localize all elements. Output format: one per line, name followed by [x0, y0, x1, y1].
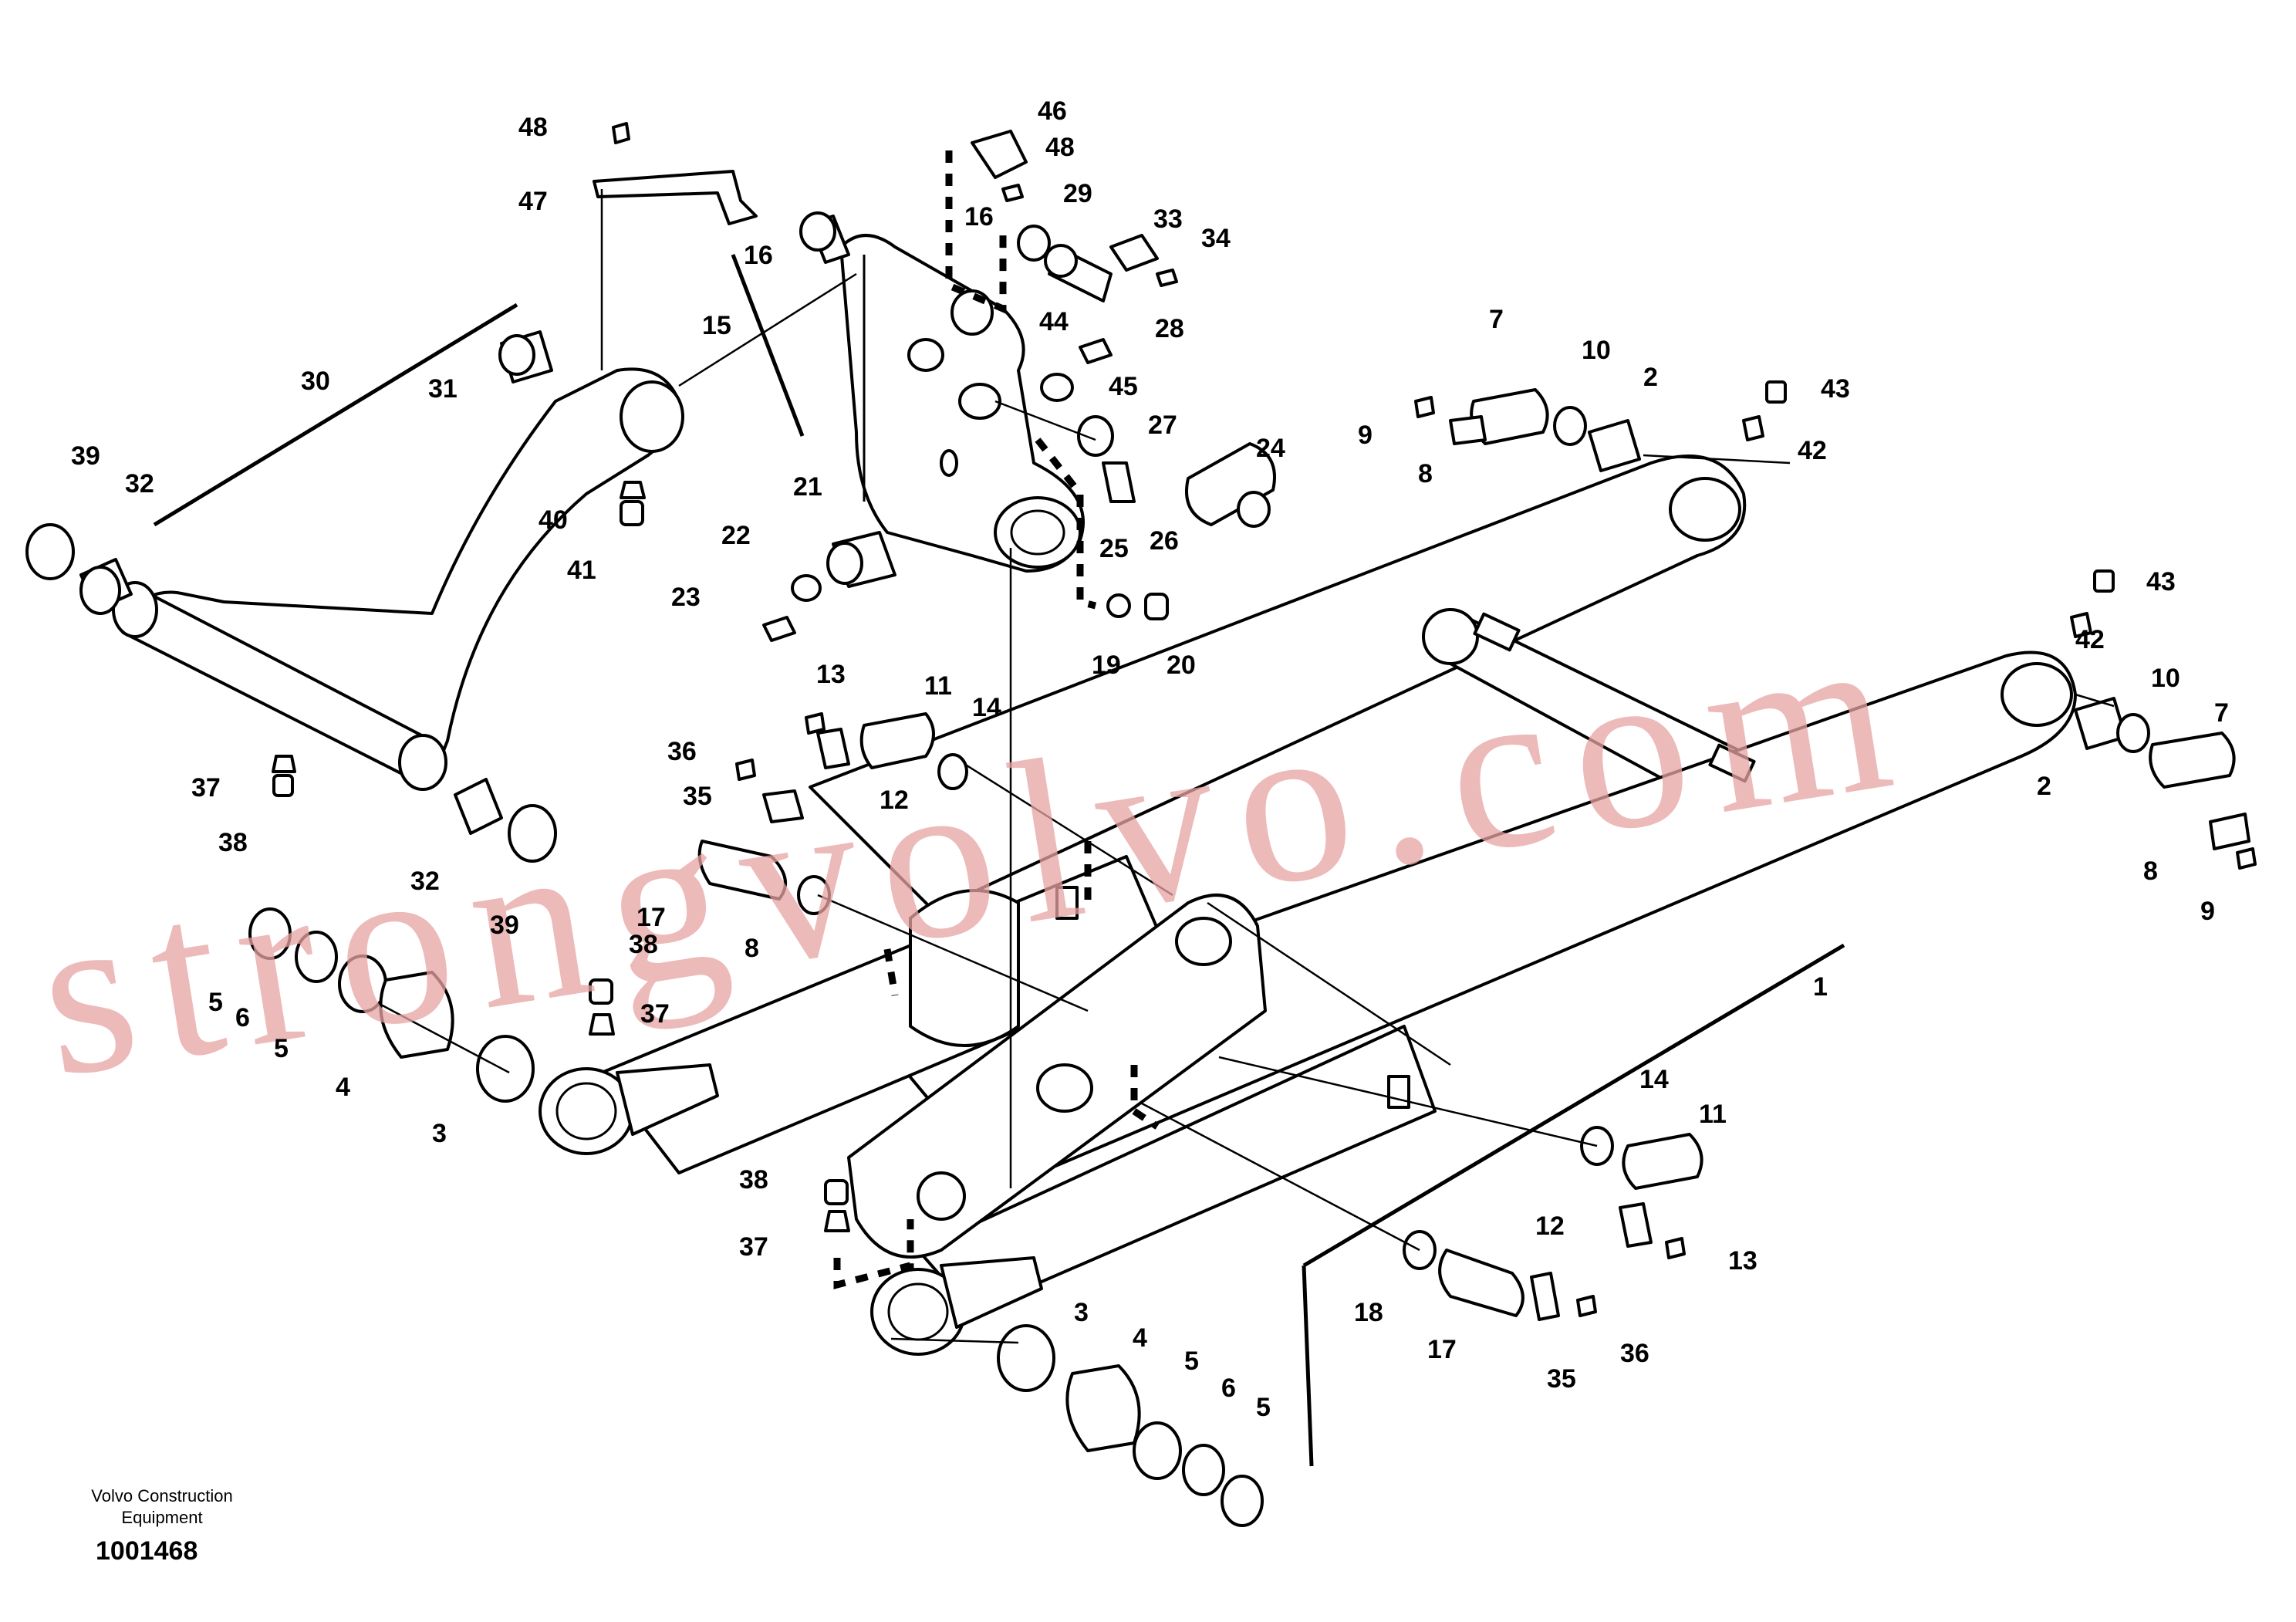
callout-31: 31: [428, 374, 458, 404]
callout-5-a: 5: [208, 988, 223, 1017]
callout-3-b: 3: [1074, 1298, 1089, 1327]
callout-17-right: 17: [1427, 1335, 1457, 1364]
callout-33: 33: [1153, 204, 1183, 234]
callout-23: 23: [671, 583, 701, 612]
callout-10-top: 10: [1582, 336, 1611, 365]
callout-38-bottom: 38: [739, 1165, 768, 1195]
callout-12-left: 12: [880, 786, 909, 815]
callout-45: 45: [1109, 372, 1138, 401]
callout-36-left: 36: [667, 737, 697, 766]
callout-17-left: 17: [636, 903, 666, 932]
callout-44: 44: [1039, 307, 1069, 336]
callout-40: 40: [539, 505, 568, 535]
callout-29: 29: [1063, 179, 1092, 208]
callout-42-top: 42: [1798, 436, 1827, 465]
callout-14-right: 14: [1639, 1065, 1669, 1094]
callout-26: 26: [1150, 526, 1179, 556]
callout-22: 22: [721, 521, 751, 550]
footer-org-line2: Equipment: [121, 1508, 203, 1527]
callout-35-right: 35: [1547, 1364, 1576, 1394]
callout-14-left: 14: [972, 693, 1001, 722]
callout-16-b: 16: [744, 241, 773, 270]
callout-11-left: 11: [924, 671, 952, 701]
callout-1: 1: [1813, 972, 1828, 1002]
callout-5-d: 5: [1256, 1393, 1271, 1422]
callout-11-right: 11: [1699, 1100, 1727, 1129]
callout-3-a: 3: [432, 1119, 447, 1148]
callout-13-left: 13: [816, 660, 846, 689]
upper-link: [112, 367, 684, 791]
callout-12-right: 12: [1535, 1211, 1565, 1241]
callout-6-b: 6: [1221, 1374, 1236, 1403]
callout-18: 18: [1354, 1298, 1383, 1327]
dashed-lines: [833, 150, 1160, 1289]
lift-arm-frame: [539, 454, 2077, 1356]
callout-34: 34: [1201, 224, 1231, 253]
callout-13-right: 13: [1728, 1246, 1757, 1276]
callout-35-left: 35: [683, 782, 712, 811]
callout-37-bottom: 37: [739, 1232, 768, 1262]
tilt-lever: [809, 215, 1085, 573]
callout-10-right: 10: [2151, 664, 2180, 693]
callout-8-right: 8: [2143, 857, 2158, 886]
leader-lines: [377, 189, 2115, 1344]
callout-42-right: 42: [2075, 625, 2105, 654]
callout-8-left: 8: [745, 934, 759, 963]
callout-7-top: 7: [1489, 305, 1504, 334]
callout-30: 30: [301, 367, 330, 396]
callout-39-left: 39: [71, 441, 100, 471]
callout-21: 21: [793, 472, 822, 502]
callout-32-right: 32: [410, 867, 440, 896]
callout-5-b: 5: [274, 1034, 289, 1063]
callout-48-top: 48: [518, 113, 548, 142]
callout-41: 41: [567, 556, 596, 585]
callout-46: 46: [1038, 96, 1067, 126]
callout-38-mid: 38: [629, 930, 658, 959]
callout-47: 47: [518, 187, 548, 216]
callout-48-right: 48: [1045, 133, 1075, 162]
callout-37-mid: 37: [640, 999, 670, 1029]
callout-7-right: 7: [2214, 698, 2229, 728]
callout-38-left: 38: [218, 828, 248, 857]
callout-9-right: 9: [2200, 897, 2215, 926]
callout-2-top: 2: [1643, 363, 1658, 392]
footer-block: Volvo Construction Equipment 1001468: [62, 1485, 262, 1566]
callout-2-right: 2: [2037, 772, 2051, 801]
callout-20: 20: [1167, 650, 1196, 680]
callout-43-right: 43: [2146, 567, 2176, 596]
small-parts: [25, 122, 2257, 1527]
callout-36-right: 36: [1620, 1339, 1649, 1368]
callout-5-c: 5: [1184, 1347, 1199, 1376]
group-brackets: [153, 254, 1845, 1467]
callout-39-right: 39: [490, 911, 519, 940]
callout-32-left: 32: [125, 469, 154, 498]
callout-6-a: 6: [235, 1003, 250, 1032]
footer-org-line1: Volvo Construction: [91, 1486, 233, 1505]
callout-24: 24: [1256, 434, 1285, 463]
callout-19: 19: [1092, 650, 1121, 680]
callout-16-a: 16: [964, 202, 994, 231]
drawing-number: 1001468: [96, 1536, 198, 1566]
callout-9-top: 9: [1358, 421, 1373, 450]
callout-27: 27: [1148, 411, 1177, 440]
callout-4-b: 4: [1133, 1323, 1147, 1353]
callout-43-top: 43: [1821, 374, 1850, 404]
callout-labels: 48 47 46 48 29 16 16 33 34 15 28 44 45 3…: [71, 96, 2229, 1422]
callout-8-top: 8: [1418, 459, 1433, 488]
callout-25: 25: [1099, 534, 1129, 563]
callout-15: 15: [702, 311, 731, 340]
callout-37-left: 37: [191, 773, 221, 803]
callout-28: 28: [1155, 314, 1184, 343]
callout-4-a: 4: [336, 1073, 350, 1102]
